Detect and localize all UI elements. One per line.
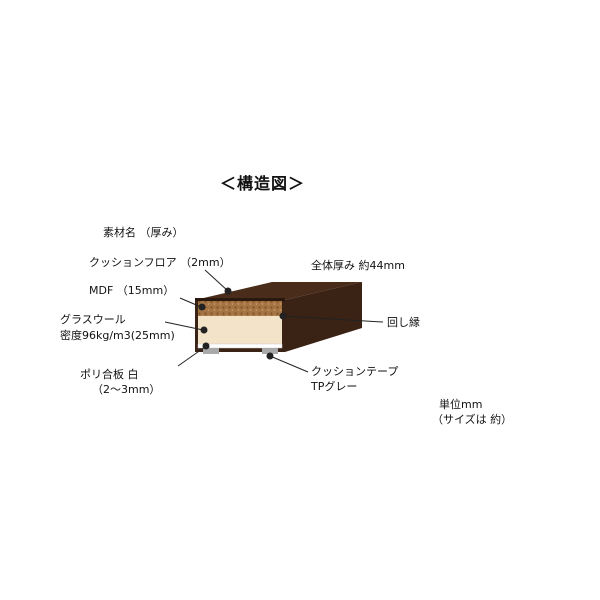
- diagram-title: ＜構造図＞: [220, 174, 306, 193]
- label-cushion-tape-1: クッションテープ: [311, 365, 399, 378]
- label-unit-1: 単位mm: [439, 398, 483, 411]
- block-side-face: [285, 282, 362, 352]
- label-cushion-tape-2: TPグレー: [311, 380, 358, 393]
- label-cushion-floor: クッションフロア （2mm）: [89, 256, 231, 269]
- label-poly-board-2: （2～3mm）: [92, 383, 161, 396]
- layer-poly-board: [197, 343, 283, 349]
- label-rim: 回し縁: [387, 316, 420, 329]
- label-material-header: 素材名 （厚み）: [103, 226, 184, 239]
- label-glass-wool-1: グラスウール: [60, 313, 126, 326]
- cushion-tape-right: [262, 348, 278, 354]
- layer-glass-wool: [198, 316, 282, 344]
- marker-glass-wool: [200, 326, 208, 334]
- marker-poly-board: [202, 342, 210, 350]
- label-unit-2: （サイズは 約）: [432, 413, 513, 426]
- label-total-thickness: 全体厚み 約44mm: [311, 259, 405, 272]
- marker-mdf: [198, 303, 206, 311]
- marker-cushion-tape: [266, 352, 274, 360]
- cushion-tape-left: [203, 348, 219, 354]
- marker-cushion-floor: [224, 287, 232, 295]
- label-poly-board-1: ポリ合板 白: [80, 368, 139, 381]
- marker-rim: [279, 312, 287, 320]
- label-glass-wool-2: 密度96kg/m3(25mm): [60, 329, 175, 342]
- layer-cushion-floor: [195, 298, 285, 301]
- label-mdf: MDF （15mm）: [89, 284, 175, 297]
- block-top-face: [195, 282, 362, 300]
- layer-mdf: [198, 301, 282, 316]
